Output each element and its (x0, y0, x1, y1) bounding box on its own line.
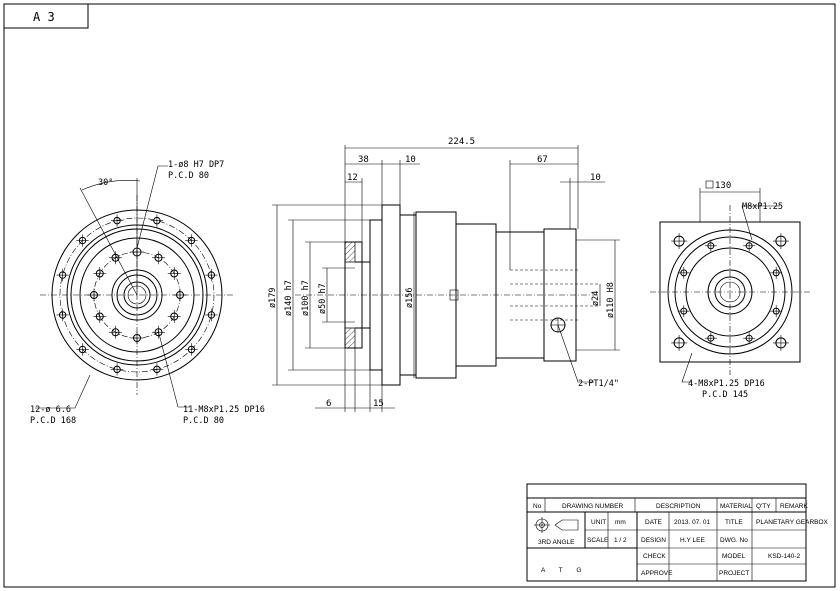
projection-label: 3RD ANGLE (538, 539, 575, 546)
dia-100: ø100 h7 (301, 280, 311, 316)
dim-67: 67 (537, 155, 548, 165)
dia-140: ø140 h7 (284, 280, 294, 316)
dia-110: ø110 H8 (606, 282, 616, 318)
dim-38: 38 (358, 155, 369, 165)
hdr-material: MATERIAL (720, 503, 752, 510)
dia-50: ø50 h7 (318, 283, 328, 314)
design-label: DESIGN (641, 537, 666, 544)
dim-15: 15 (373, 399, 384, 409)
dia-156: ø156 (405, 288, 415, 308)
project-label: PROJECT (719, 570, 749, 577)
dim-overall-length: 224.5 (448, 137, 475, 147)
angle-label: 30° (98, 178, 113, 188)
side-view: 224.5 38 10 12 67 10 ø179 ø140 h7 ø100 h… (268, 137, 620, 412)
unit-value: mm (615, 519, 626, 526)
date-label: DATE (645, 519, 663, 526)
model-value: KSD-140-2 (768, 553, 801, 560)
hdr-remark: REMARK (780, 503, 808, 510)
port-label: 2-PT1/4" (578, 379, 619, 389)
model-label: MODEL (722, 553, 746, 560)
date-value: 2013. 07. 01 (674, 519, 711, 526)
hdr-no: No (533, 503, 542, 510)
front-view: 30° 1-ø8 H7 DP7 P.C.D 80 12-ø 6.6 P.C.D … (30, 160, 265, 426)
scale-label: SCALE (587, 537, 609, 544)
title-value: PLANETARY GEARBOX (756, 519, 829, 526)
design-value: H.Y LEE (680, 537, 705, 544)
check-label: CHECK (643, 553, 666, 560)
dwg-label: DWG. No (720, 537, 748, 544)
size-label: A 3 (33, 10, 55, 24)
atg-logo: A T G (541, 567, 587, 574)
dim-10b: 10 (590, 173, 601, 183)
dim-10a: 10 (405, 155, 416, 165)
mount-holes (56, 214, 218, 376)
tap-pcd-label: P.C.D 80 (183, 416, 224, 426)
tap-label: 4-M8xP1.25 DP16 (688, 379, 765, 389)
rear-bolt-holes (671, 233, 789, 351)
size-label-box (3, 3, 89, 29)
tap-hole-label: 11-M8xP1.25 DP16 (183, 405, 265, 415)
pcd-label: P.C.D 145 (702, 390, 748, 400)
hdr-qty: Q'TY (756, 503, 771, 510)
approve-label: APPROVE (641, 570, 673, 577)
sheet-border (3, 3, 836, 588)
rear-view: 130 M8xP1.25 4-M8xP1.25 DP16 P.C.D 145 (650, 180, 810, 400)
dia-179: ø179 (268, 288, 278, 308)
mount-hole-label: 12-ø 6.6 (30, 405, 71, 415)
title-label: TITLE (725, 519, 743, 526)
dim-6: 6 (326, 399, 331, 409)
mount-pcd-label: P.C.D 168 (30, 416, 76, 426)
pin-hole-label: 1-ø8 H7 DP7 (168, 160, 224, 170)
dim-12: 12 (347, 173, 358, 183)
scale-value: 1 / 2 (614, 537, 627, 544)
hdr-description: DESCRIPTION (656, 503, 701, 510)
dia-24: ø24 (591, 291, 601, 306)
unit-label: UNIT (591, 519, 606, 526)
square-label: 130 (715, 181, 731, 191)
hdr-drawing-number: DRAWING NUMBER (562, 503, 623, 510)
thread-label: M8xP1.25 (742, 202, 783, 212)
pin-pcd-label: P.C.D 80 (168, 171, 209, 181)
title-block: No DRAWING NUMBER DESCRIPTION MATERIAL Q… (526, 483, 829, 582)
